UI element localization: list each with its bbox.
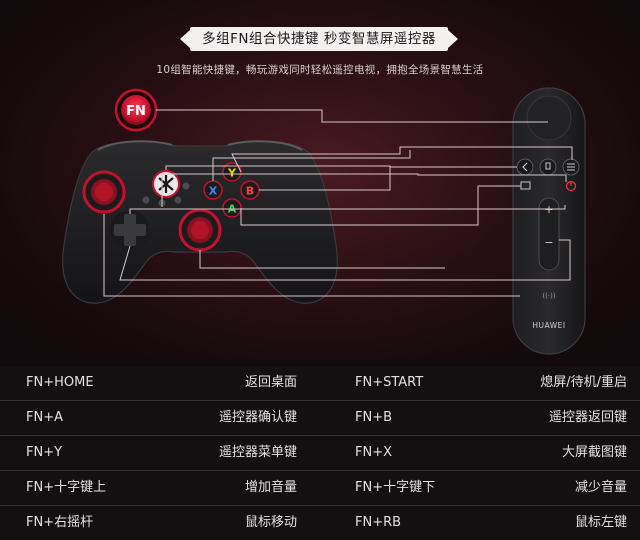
- shortcut-action: 鼠标左键: [574, 515, 627, 530]
- product-illustration: Y X B A FN + − ((·)) HUAWEI: [62, 87, 586, 355]
- shortcut-action: 遥控器菜单键: [218, 445, 297, 460]
- table-row: FN+右摇杆 鼠标移动 FN+RB 鼠标左键: [0, 506, 640, 540]
- shortcut-key: FN+十字键上: [26, 480, 107, 495]
- face-button-a: A: [222, 198, 242, 218]
- table-row: FN+Y 遥控器菜单键 FN+X 大屏截图键: [0, 436, 640, 471]
- table-row: FN+A 遥控器确认键 FN+B 遥控器返回键: [0, 401, 640, 436]
- left-stick: [82, 170, 126, 214]
- shortcut-key: FN+START: [355, 375, 424, 390]
- shortcut-action: 增加音量: [244, 480, 297, 495]
- shortcut-action: 遥控器确认键: [218, 410, 297, 425]
- right-stick: [178, 208, 222, 252]
- capture-button: [174, 196, 182, 204]
- svg-text:−: −: [544, 236, 553, 249]
- svg-text:X: X: [209, 185, 218, 198]
- shortcut-key: FN+HOME: [26, 375, 94, 390]
- dpad: [110, 210, 150, 250]
- shortcut-table: FN+HOME 返回桌面 FN+START 熄屏/待机/重启 FN+A 遥控器确…: [0, 366, 640, 540]
- shortcut-key: FN+十字键下: [355, 480, 436, 495]
- svg-text:B: B: [246, 185, 254, 198]
- title-banner: 多组FN组合快捷键 秒变智慧屏遥控器: [180, 27, 458, 51]
- shortcut-key: FN+Y: [26, 445, 63, 460]
- shortcut-action: 鼠标移动: [244, 515, 297, 530]
- tv-remote: + − ((·)) HUAWEI: [512, 87, 586, 355]
- subtitle: 10组智能快捷键，畅玩游戏同时轻松遥控电视，拥抱全场景智慧生活: [156, 64, 484, 76]
- shortcut-action: 遥控器返回键: [548, 410, 627, 425]
- shortcut-action: 减少音量: [574, 480, 627, 495]
- shortcut-action: 返回桌面: [244, 375, 297, 390]
- svg-text:FN: FN: [126, 104, 146, 119]
- shortcut-action: 熄屏/待机/重启: [540, 375, 627, 390]
- shortcut-action: 大屏截图键: [561, 445, 627, 460]
- svg-text:((·)): ((·)): [542, 292, 555, 300]
- select-button: [142, 196, 150, 204]
- shortcut-key: FN+A: [26, 410, 63, 425]
- home-button: [152, 170, 180, 198]
- table-row: FN+HOME 返回桌面 FN+START 熄屏/待机/重启: [0, 366, 640, 401]
- svg-text:HUAWEI: HUAWEI: [532, 321, 565, 330]
- small-button: [182, 182, 190, 190]
- shortcut-key: FN+X: [355, 445, 393, 460]
- connector-lines: [103, 109, 573, 297]
- face-button-x: X: [203, 180, 223, 200]
- fn-button-badge: FN: [114, 88, 158, 132]
- table-row: FN+十字键上 增加音量 FN+十字键下 减少音量: [0, 471, 640, 506]
- shortcut-key: FN+B: [355, 410, 393, 425]
- svg-text:Y: Y: [227, 167, 237, 180]
- shortcut-key: FN+RB: [355, 515, 402, 530]
- shortcut-key: FN+右摇杆: [26, 515, 94, 530]
- face-button-b: B: [240, 180, 260, 200]
